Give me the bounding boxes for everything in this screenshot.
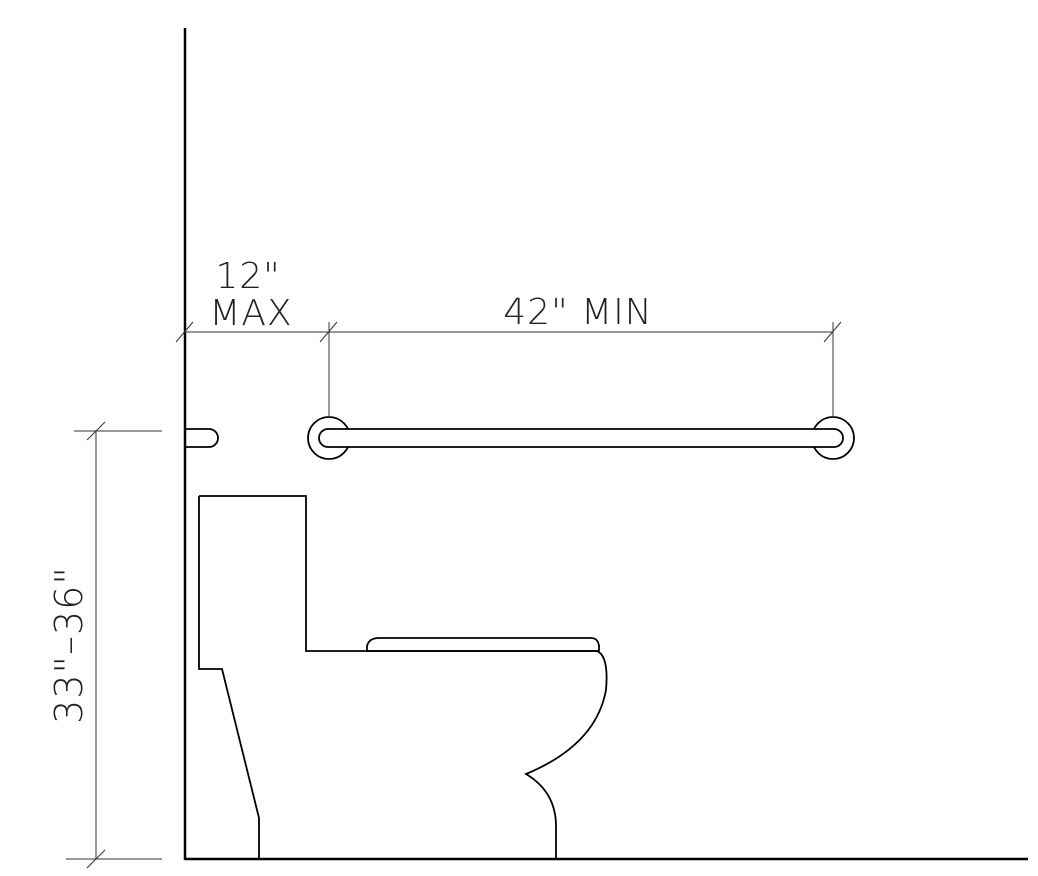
dimension-offset-qualifier: MAX — [209, 293, 292, 334]
toilet-seat — [366, 637, 600, 652]
dimension-height — [66, 421, 162, 869]
toilet-tank-side — [198, 496, 260, 859]
dimension-bar-length — [328, 321, 842, 418]
dimension-offset-value: 12" — [215, 256, 280, 297]
grab-bar — [307, 416, 855, 460]
dimension-height-value: 33"–36" — [47, 566, 91, 724]
toilet-tank — [199, 495, 369, 652]
wall-fixture — [186, 428, 219, 448]
toilet-bowl — [369, 650, 608, 859]
dimension-bar-length-value: 42" MIN — [503, 292, 652, 333]
grab-bar-rail — [318, 428, 844, 448]
